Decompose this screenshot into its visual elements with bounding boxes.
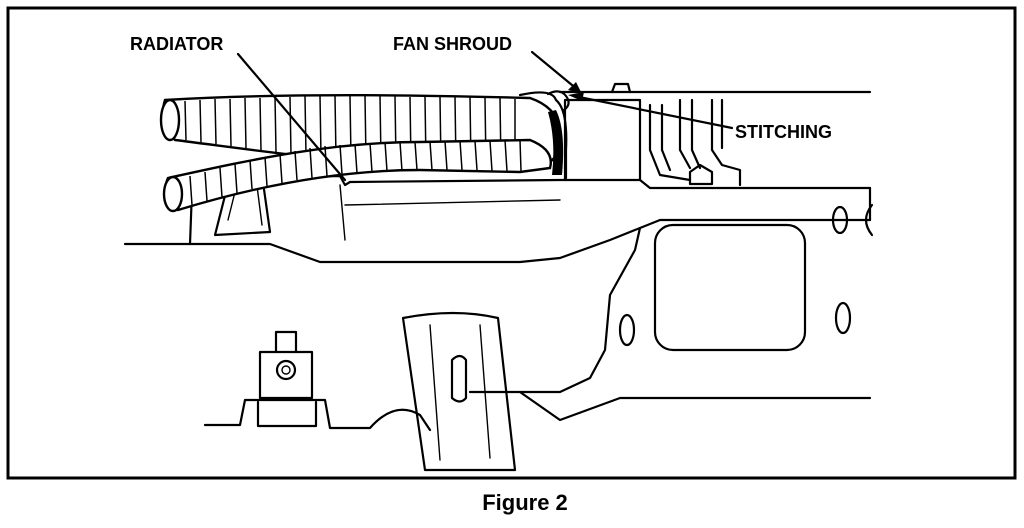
support-strut-detail (429, 324, 491, 461)
figure-border (6, 6, 1017, 480)
bracket-tab (274, 330, 298, 354)
bracket-hole (281, 365, 291, 375)
fan-shroud-arrowhead (568, 82, 582, 94)
frame-slot (864, 203, 874, 237)
fan-shroud-edge (518, 91, 568, 180)
radiator-face-line (344, 199, 561, 206)
radiator-tank-bottom (188, 218, 872, 264)
shroud-bracket (648, 103, 692, 182)
fan-shroud-body (563, 98, 642, 182)
stitching-leader-line (572, 94, 734, 130)
support-strut-slot (450, 354, 468, 403)
frame-cutout (653, 223, 807, 352)
upper-hose-end (159, 98, 181, 142)
frame-slot (618, 313, 636, 347)
fan-shroud-label: FAN SHROUD (393, 34, 512, 54)
shroud-bolt (688, 163, 714, 186)
radiator-tank (188, 174, 872, 246)
bracket-mount (258, 350, 314, 400)
radiator-face-line (339, 184, 346, 241)
stitching-seam (546, 90, 570, 112)
frame-rail-bottom (518, 390, 872, 422)
shroud-bracket (710, 98, 742, 187)
bracket-base (203, 398, 432, 432)
frame-slot (831, 205, 849, 235)
radiator-leader-line (236, 52, 347, 182)
lower-hose-ribs (189, 139, 522, 206)
upper-hose-ribs (184, 95, 516, 169)
support-strut (401, 311, 517, 472)
bracket-base-detail (256, 400, 318, 428)
bracket-hole (275, 359, 297, 381)
fan-shroud-leader-line (530, 50, 580, 92)
shroud-top-clip (610, 82, 632, 94)
frame-rail-lower (468, 226, 642, 394)
shroud-bracket (678, 98, 702, 170)
stitching-label: STITCHING (735, 122, 832, 142)
stitching-arrowhead (568, 92, 584, 101)
fan-shroud-edge-fill (548, 110, 564, 175)
figure-caption: Figure 2 (482, 490, 568, 515)
lower-hose-end (162, 175, 184, 213)
frame-slot (834, 301, 852, 335)
radiator-label: RADIATOR (130, 34, 223, 54)
